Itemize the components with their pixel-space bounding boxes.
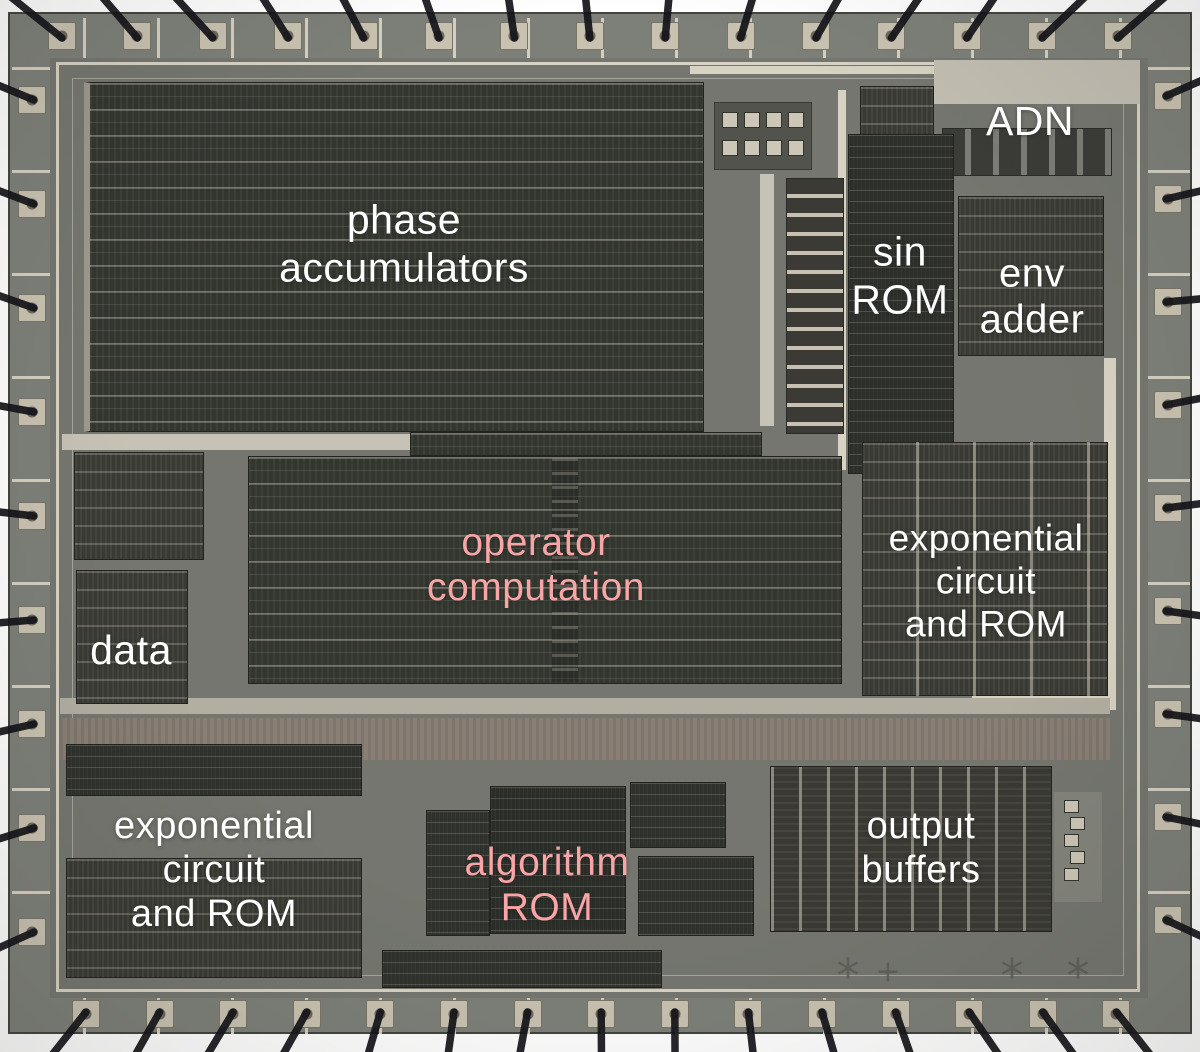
- test-pad-square: [722, 112, 738, 128]
- bond-pad: [1154, 700, 1182, 728]
- test-pad-square: [744, 112, 760, 128]
- bond-pad: [349, 22, 378, 50]
- label-data: data: [90, 627, 172, 674]
- bond-pad: [877, 22, 906, 50]
- bond-pad: [1154, 82, 1182, 110]
- label-sin-rom: sin ROM: [851, 228, 949, 322]
- bond-pad: [587, 1000, 616, 1028]
- starburst-mark: *: [1066, 949, 1090, 1003]
- bond-pad: [18, 398, 46, 426]
- bond-pad: [18, 918, 46, 946]
- bond-pad: [18, 502, 46, 530]
- bond-pad: [1154, 803, 1182, 831]
- test-pad-square: [766, 112, 782, 128]
- bond-pad: [18, 294, 46, 322]
- bus-strip: [690, 66, 1140, 74]
- algorithm-cells-lower: [638, 856, 754, 936]
- bond-pad: [881, 1000, 910, 1028]
- algorithm-rom-block: [490, 786, 626, 934]
- data-block: [76, 570, 188, 704]
- bond-pad: [440, 1000, 468, 1028]
- test-pad-square: [1064, 834, 1079, 847]
- env-adder-block: [958, 196, 1104, 356]
- test-pad-square: [722, 140, 738, 156]
- cross-mark: +: [875, 954, 901, 990]
- algorithm-cells-upper: [630, 782, 726, 848]
- label-algorithm-rom: algorithm ROM: [464, 840, 630, 929]
- bond-pad: [808, 1000, 836, 1028]
- bond-pad: [18, 814, 46, 842]
- exponential-bl-bottom-block: [66, 858, 362, 978]
- starburst-mark: *: [836, 949, 860, 1003]
- bond-pad: [18, 710, 46, 738]
- output-buffers-block: [770, 766, 1052, 932]
- exponential-bl-top-block: [66, 744, 362, 796]
- bond-pad: [198, 22, 227, 50]
- power-bus-ring: [56, 62, 1140, 992]
- bond-pad: [48, 22, 76, 50]
- label-exponential-bottom-left: exponential circuit and ROM: [114, 804, 314, 936]
- starburst-mark: *: [1000, 949, 1024, 1003]
- bond-pad: [274, 22, 303, 50]
- bond-pad: [1154, 597, 1182, 625]
- light-panel: [934, 60, 1140, 104]
- label-output-buffers: output buffers: [861, 804, 981, 891]
- label-operator-computation: operator computation: [427, 520, 645, 609]
- bond-pad: [123, 22, 152, 50]
- bond-pad: [1154, 494, 1182, 522]
- bond-pad: [219, 1000, 248, 1028]
- test-pad-square: [788, 112, 804, 128]
- bottom-cell-band: [382, 950, 662, 988]
- bond-pad: [1154, 906, 1182, 934]
- bond-pad: [425, 22, 453, 50]
- bond-pad: [660, 1000, 689, 1028]
- adn-cell-row: [942, 128, 1112, 176]
- bond-pad: [1028, 22, 1057, 50]
- bond-pad: [18, 86, 46, 114]
- bond-pad: [802, 22, 830, 50]
- sin-rom-block: [848, 134, 954, 474]
- bus-strip: [760, 174, 774, 426]
- bond-pad: [1028, 1000, 1057, 1028]
- label-exponential-right: exponential circuit and ROM: [888, 517, 1084, 645]
- test-pad-square: [1070, 851, 1085, 864]
- test-pad-square: [744, 140, 760, 156]
- bond-pad: [500, 22, 529, 50]
- bond-pad: [575, 22, 604, 50]
- bond-pad: [955, 1000, 984, 1028]
- bond-pad: [18, 606, 46, 634]
- phase-accumulators-block: [84, 82, 704, 432]
- operator-computation-block: [248, 456, 842, 684]
- bond-pad: [1154, 391, 1182, 419]
- bond-pad: [145, 1000, 174, 1028]
- bond-pad: [1154, 185, 1182, 213]
- bond-pad: [651, 22, 680, 50]
- test-pad-square: [788, 140, 804, 156]
- bond-pad: [952, 22, 981, 50]
- label-phase-accumulators: phase accumulators: [279, 196, 529, 290]
- module-column: [786, 178, 844, 434]
- routing-channel: [60, 698, 1110, 714]
- test-pad-square: [1064, 800, 1079, 813]
- bond-pad: [72, 1000, 100, 1028]
- bond-pad: [1102, 1000, 1131, 1028]
- test-pad-square: [1064, 868, 1079, 881]
- bond-pad: [513, 1000, 542, 1028]
- bond-pad: [734, 1000, 763, 1028]
- label-adn: ADN: [985, 98, 1075, 145]
- bond-pad: [292, 1000, 321, 1028]
- bond-pad: [1154, 288, 1182, 316]
- bond-pad: [1103, 22, 1132, 50]
- label-env-adder: env adder: [979, 251, 1085, 342]
- bus-strip: [62, 434, 414, 450]
- test-pad-square: [1070, 817, 1085, 830]
- bond-pad: [18, 190, 46, 218]
- algorithm-left-column: [426, 810, 490, 936]
- phase-accumulators-subrow: [410, 432, 762, 456]
- bond-pad: [726, 22, 755, 50]
- register-block: [74, 452, 204, 560]
- chevron-column: [552, 458, 578, 682]
- bond-pad: [366, 1000, 395, 1028]
- test-pad-square: [766, 140, 782, 156]
